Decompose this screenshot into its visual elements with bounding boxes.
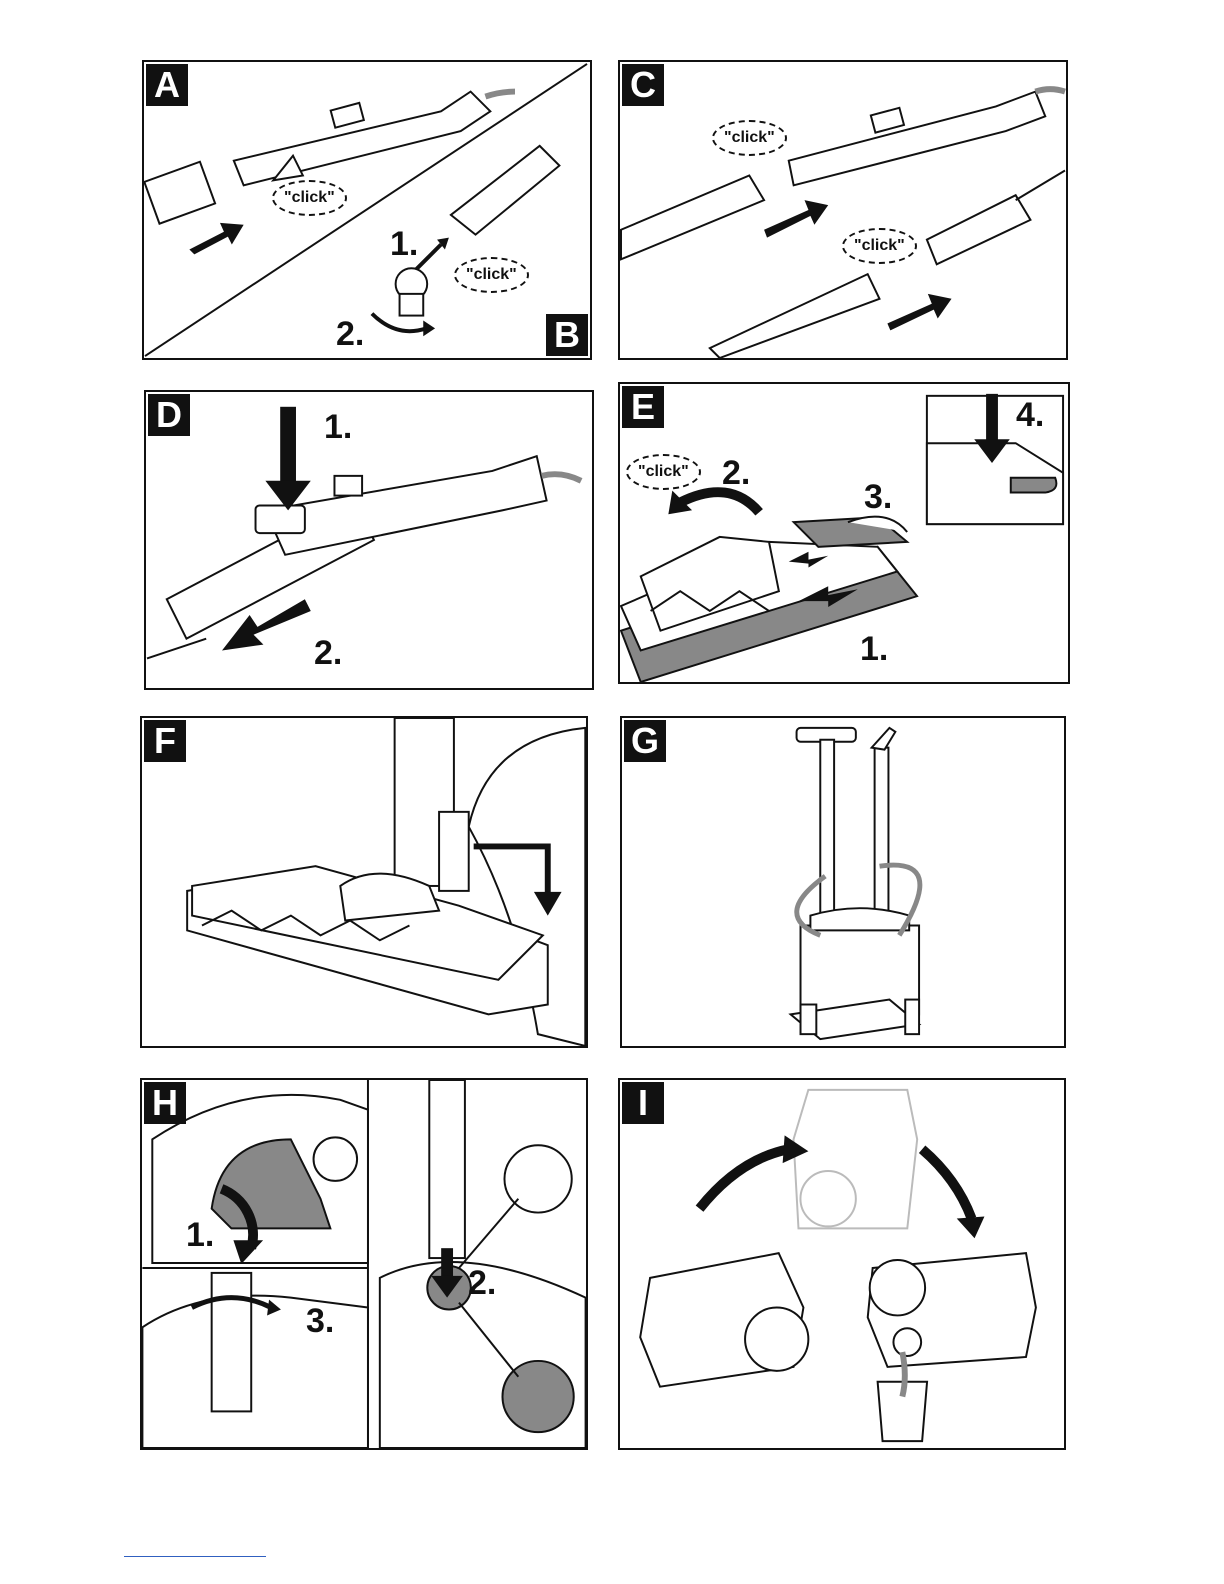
illustration-empty-dirty-water [620, 1080, 1064, 1448]
step-number: 1. [186, 1218, 214, 1252]
click-callout: "click" [626, 454, 701, 490]
panel-c: C "click" "click" [618, 60, 1068, 360]
illustration-attach-accessory [144, 62, 590, 358]
panel-a-b: A "click" 1. "click" 2. B [142, 60, 592, 360]
panel-label: G [624, 720, 666, 762]
panel-i: I [618, 1078, 1066, 1450]
panel-label: I [622, 1082, 664, 1124]
illustration-attach-cloth [620, 384, 1068, 682]
step-number: 2. [468, 1266, 496, 1300]
panel-label: C [622, 64, 664, 106]
panel-label: A [146, 64, 188, 106]
panel-e: E "click" 2. 3. 1. 4. [618, 382, 1070, 684]
panel-label: H [144, 1082, 186, 1124]
step-number: 1. [324, 410, 352, 444]
step-number: 3. [306, 1304, 334, 1338]
click-callout: "click" [454, 257, 529, 293]
illustration-storage-position [622, 718, 1064, 1046]
panel-label: E [622, 386, 664, 428]
panel-g: G [620, 716, 1066, 1048]
click-callout: "click" [272, 180, 347, 216]
step-number: 2. [722, 456, 750, 490]
footer-rule [124, 1556, 266, 1557]
step-number: 3. [864, 480, 892, 514]
step-number: 1. [860, 632, 888, 666]
panel-d: D 1. 2. [144, 390, 594, 690]
panel-label: F [144, 720, 186, 762]
illustration-connect-tubes [620, 62, 1066, 358]
step-number: 2. [314, 636, 342, 670]
step-number: 2. [336, 317, 364, 351]
panel-label: B [546, 314, 588, 356]
step-number: 4. [1016, 398, 1044, 432]
illustration-parking-floor-nozzle [142, 718, 586, 1046]
step-number: 1. [390, 227, 418, 261]
panel-h: H 1. 3. 2. [140, 1078, 588, 1450]
panel-f: F [140, 716, 588, 1048]
illustration-release-button [146, 392, 592, 688]
illustration-remove-water-tank [142, 1080, 586, 1448]
click-callout: "click" [712, 120, 787, 156]
click-callout: "click" [842, 228, 917, 264]
panel-label: D [148, 394, 190, 436]
